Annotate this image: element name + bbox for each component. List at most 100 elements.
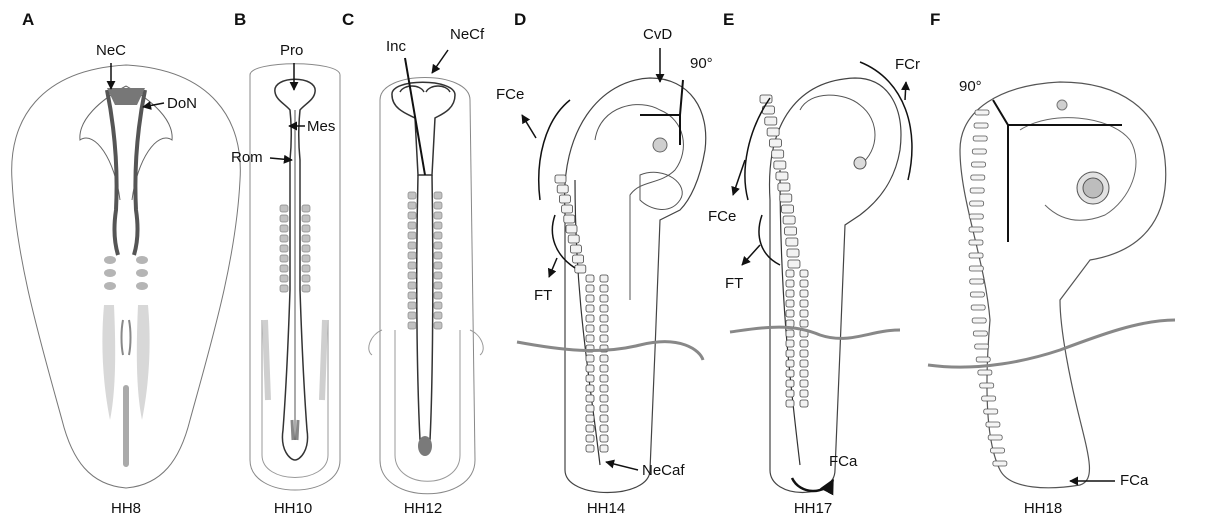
somite: [434, 302, 442, 309]
somite: [302, 285, 310, 292]
somite: [971, 305, 985, 310]
somite: [974, 123, 988, 128]
somite: [280, 245, 288, 252]
somite: [434, 242, 442, 249]
somite: [434, 292, 442, 299]
somite: [782, 205, 794, 213]
somite: [586, 415, 594, 422]
somite: [557, 185, 568, 193]
somite: [434, 262, 442, 269]
somite: [800, 320, 808, 327]
somite: [786, 380, 794, 387]
somite: [586, 435, 594, 442]
neural-tube-e: [780, 170, 800, 465]
stage-label-hh14: HH14: [566, 501, 646, 516]
somite: [280, 265, 288, 272]
somite: [786, 280, 794, 287]
somite: [408, 262, 416, 269]
eye-d: [653, 138, 667, 152]
somite: [559, 195, 570, 203]
somite: [573, 255, 584, 263]
somite: [800, 270, 808, 277]
somite: [993, 461, 1007, 466]
somite: [786, 238, 798, 246]
somite: [780, 194, 792, 202]
label-necf: NeCf: [450, 27, 484, 42]
yolk-line-d: [517, 342, 703, 360]
somite: [969, 253, 983, 258]
somite: [786, 390, 794, 397]
neural-fold-left: [107, 90, 118, 255]
head-e-inner: [800, 95, 875, 165]
label-fca-f: FCa: [1120, 473, 1148, 488]
stage-label-hh8: HH8: [86, 501, 166, 516]
somite: [973, 136, 987, 141]
embryo-c-inner: [395, 330, 460, 481]
somite: [280, 235, 288, 242]
somite: [972, 149, 986, 154]
somite: [434, 202, 442, 209]
somite: [970, 188, 984, 193]
somite: [408, 302, 416, 309]
somite: [786, 330, 794, 337]
somite: [767, 128, 779, 136]
somite: [434, 192, 442, 199]
neural-crest-cap: [107, 88, 145, 105]
somite: [984, 409, 998, 414]
somite: [988, 435, 1002, 440]
somite: [786, 400, 794, 407]
somites-f: [969, 110, 1007, 466]
panel-letter-a: A: [22, 11, 34, 28]
somite: [568, 235, 579, 243]
label-ft-e: FT: [725, 276, 743, 291]
somite: [970, 201, 984, 206]
head-f-inner: [1020, 118, 1136, 221]
somite: [586, 375, 594, 382]
somite: [586, 405, 594, 412]
somite: [776, 172, 788, 180]
somite: [800, 400, 808, 407]
label-mes: Mes: [307, 119, 335, 134]
somite: [408, 252, 416, 259]
panel-letter-f: F: [930, 11, 940, 28]
label-angle-d: 90°: [690, 56, 713, 71]
somite: [972, 318, 986, 323]
somite: [586, 275, 594, 282]
somite: [408, 272, 416, 279]
stage-label-hh12: HH12: [383, 501, 463, 516]
somite: [786, 370, 794, 377]
somite: [408, 232, 416, 239]
panel-letter-b: B: [234, 11, 246, 28]
somite: [800, 290, 808, 297]
somite: [586, 445, 594, 452]
somite: [586, 425, 594, 432]
somite: [408, 212, 416, 219]
label-rom: Rom: [231, 150, 263, 165]
somite: [408, 192, 416, 199]
somite: [600, 315, 608, 322]
somite: [586, 365, 594, 372]
somite: [586, 315, 594, 322]
somite: [991, 448, 1005, 453]
somite: [969, 227, 983, 232]
somite-pairs: [104, 256, 148, 290]
somite: [600, 325, 608, 332]
somite: [280, 285, 288, 292]
somite: [600, 355, 608, 362]
somite: [969, 240, 983, 245]
somite: [600, 285, 608, 292]
somite: [302, 225, 310, 232]
somite: [774, 161, 786, 169]
somite: [787, 249, 799, 257]
somite: [586, 335, 594, 342]
somite: [586, 355, 594, 362]
somite: [600, 395, 608, 402]
label-nec: NeC: [96, 43, 126, 58]
somite: [800, 280, 808, 287]
somite: [786, 300, 794, 307]
somite: [600, 405, 608, 412]
label-fca-e: FCa: [829, 454, 857, 469]
somite: [570, 245, 581, 253]
somite: [408, 202, 416, 209]
eye-e: [854, 157, 866, 169]
